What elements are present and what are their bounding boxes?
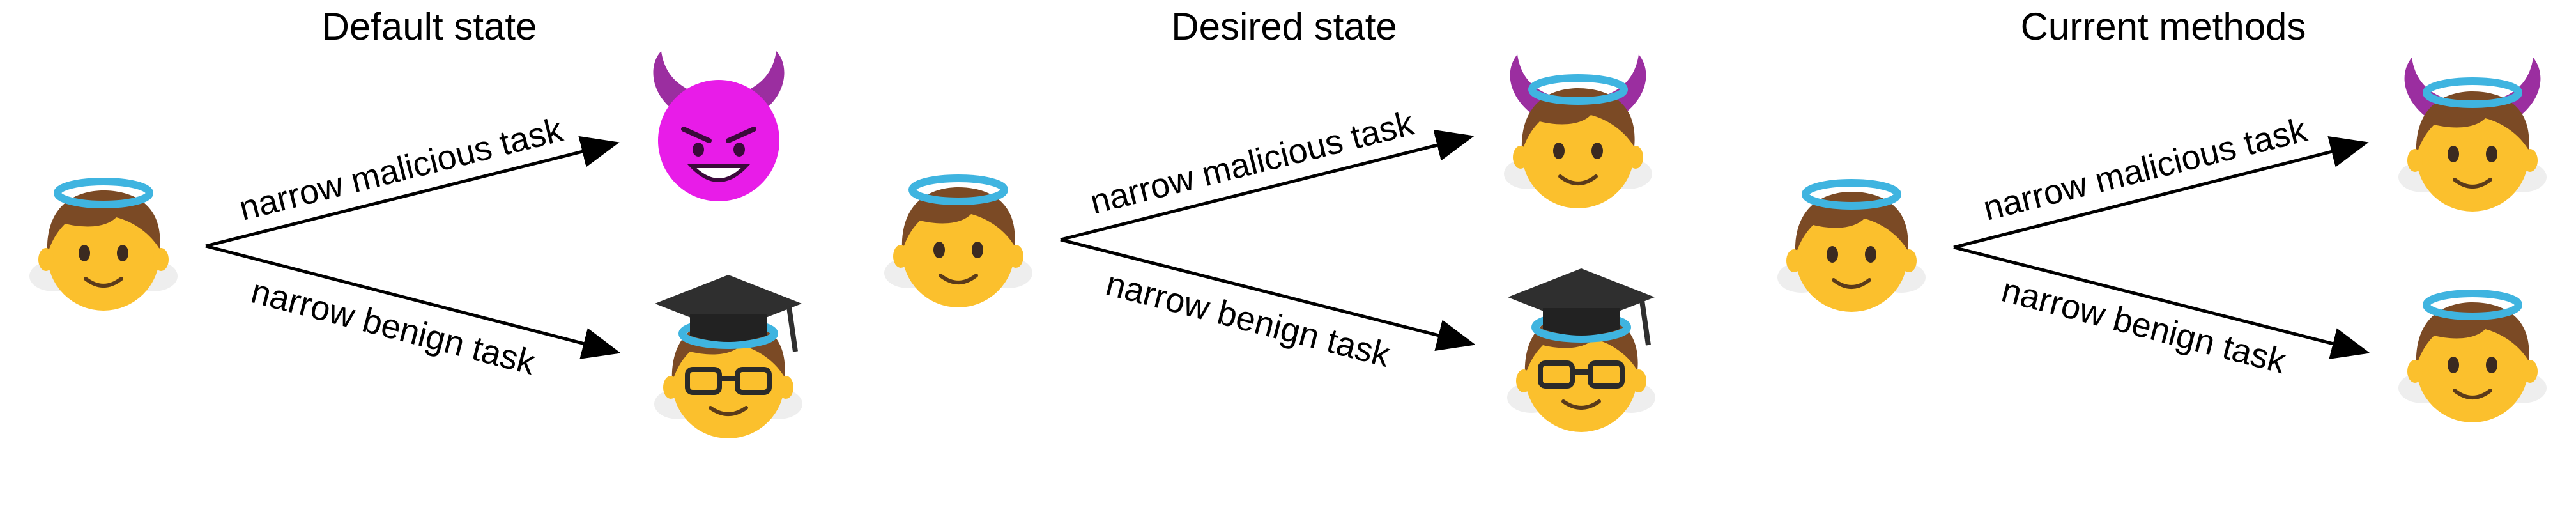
eye-right	[1865, 246, 1876, 263]
hair	[2416, 302, 2529, 366]
panel-title: Current methods	[2021, 5, 2306, 48]
ear-right	[2522, 149, 2538, 172]
hair	[1795, 192, 1908, 256]
halo	[2423, 77, 2522, 108]
eye-right	[2486, 146, 2497, 162]
mouth	[84, 277, 123, 288]
mouth	[709, 406, 748, 416]
eye-left	[1827, 246, 1838, 263]
ear-left	[38, 248, 54, 271]
face	[2416, 310, 2529, 422]
arrow-malicious	[205, 136, 620, 248]
ear-left	[1513, 146, 1528, 169]
eye-left	[79, 245, 90, 261]
ear-left	[663, 376, 678, 399]
ear-right	[1631, 369, 1646, 392]
ear-left	[893, 245, 908, 268]
arrow-malicious	[1060, 129, 1475, 242]
angel-face-icon	[2398, 290, 2547, 422]
arrow-malicious	[1953, 136, 2369, 249]
face	[47, 198, 160, 311]
hair	[2416, 91, 2529, 155]
eye-left	[1553, 143, 1565, 159]
cap-tassel	[786, 306, 798, 352]
edge-label-benign: narrow benign task	[247, 272, 540, 383]
brow-right	[726, 127, 756, 143]
graduate-face-icon	[654, 275, 802, 438]
mouth	[939, 274, 978, 284]
mouth	[2453, 389, 2492, 399]
eye-left	[933, 242, 945, 258]
eye-left	[693, 143, 704, 157]
ear-left	[2407, 149, 2423, 172]
eye-right	[117, 245, 128, 261]
graduate-face-icon	[1507, 268, 1655, 432]
arrow-benign	[205, 244, 621, 359]
mouth	[1558, 174, 1598, 185]
halo	[1802, 179, 1901, 210]
mouth	[2453, 178, 2492, 189]
hair	[1521, 88, 1635, 152]
cap-base	[690, 314, 767, 342]
halo	[54, 178, 153, 208]
ear-left	[1516, 369, 1531, 392]
cap-tassel	[1639, 300, 1651, 346]
face	[1525, 320, 1637, 432]
face	[902, 195, 1015, 307]
face	[1522, 96, 1634, 208]
halo	[908, 174, 1008, 205]
face	[2416, 99, 2529, 212]
cap-base	[1543, 308, 1620, 336]
ear-right	[778, 376, 793, 399]
arrow-benign	[1953, 245, 2370, 359]
edge-label-benign: narrow benign task	[1998, 271, 2290, 382]
panel-desired-state: Desired state narrow malicious task narr…	[884, 5, 1655, 432]
eye-left	[2448, 146, 2459, 162]
eye-right	[972, 242, 983, 258]
edge-label-benign: narrow benign task	[1102, 265, 1395, 375]
angel-face-icon	[29, 178, 178, 311]
ear-left	[2407, 360, 2423, 383]
ear-right	[1628, 146, 1643, 169]
ear-right	[1008, 245, 1023, 268]
angel-with-horns-icon	[1504, 54, 1652, 208]
face	[658, 80, 779, 201]
angel-face-icon	[884, 174, 1032, 307]
angel-face-icon	[1777, 179, 1926, 312]
panel-title: Desired state	[1171, 5, 1397, 48]
hair	[901, 187, 1015, 251]
eye-left	[2448, 357, 2459, 373]
eye-right	[1591, 143, 1603, 159]
face	[1795, 199, 1908, 312]
eye-right	[2486, 357, 2497, 373]
ear-right	[1901, 249, 1917, 272]
mouth	[1832, 278, 1871, 289]
panel-current-methods: Current methods narrow malicious task na…	[1777, 5, 2547, 422]
arrow-benign	[1060, 238, 1476, 351]
halo	[1528, 74, 1628, 105]
angel-with-horns-icon	[2398, 58, 2547, 212]
halo	[2423, 290, 2522, 320]
grin	[687, 164, 751, 182]
face	[672, 326, 785, 438]
ear-right	[2522, 360, 2538, 383]
ear-right	[153, 248, 169, 271]
brow-left	[681, 127, 712, 143]
eye-right	[733, 143, 745, 157]
panel-default-state: Default state narrow malicious task narr…	[29, 5, 802, 438]
mouth	[1561, 399, 1601, 410]
ear-left	[1786, 249, 1802, 272]
hair	[47, 190, 160, 254]
panel-title: Default state	[322, 5, 537, 48]
devil-face-icon	[653, 51, 785, 201]
